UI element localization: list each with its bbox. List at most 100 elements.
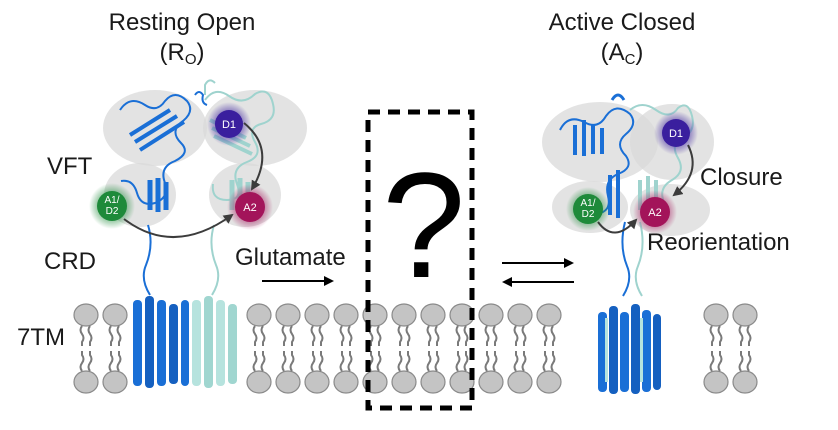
lipid	[304, 303, 330, 394]
lipid-head-upper	[333, 303, 359, 327]
lipid-head-lower	[478, 370, 504, 394]
protomer-a-vft	[119, 91, 208, 212]
a1d2-label-line2: D2	[582, 209, 595, 220]
a2-marker	[640, 197, 670, 227]
lipid-tail	[339, 325, 345, 346]
lipid-tail	[281, 325, 287, 346]
lipid-tail	[746, 325, 752, 346]
protomer-b-crd	[634, 221, 644, 297]
active-closed-receptor: D1 A1/ D2 A2	[542, 93, 714, 394]
lipid-head-upper	[246, 303, 272, 327]
lipid-tail	[310, 325, 316, 346]
lipid	[536, 303, 562, 394]
a1d2-label-line1: A1/	[580, 198, 595, 209]
lipid-tail	[397, 351, 403, 372]
resting-open-title-text: Resting Open	[108, 9, 256, 36]
lipid-tail	[339, 351, 345, 372]
a2-marker	[235, 192, 265, 222]
lipid-tail	[550, 325, 556, 346]
resting-open-receptor: D1 A1/ D2 A2	[89, 79, 307, 388]
lipid-tail	[108, 325, 114, 346]
d1-marker	[215, 110, 243, 138]
lipid-tail	[542, 325, 548, 346]
a1d2-label-line1: A1/	[104, 195, 119, 206]
protomer-a-crd	[142, 224, 152, 296]
lipid-tail	[87, 325, 93, 346]
lipid-tail	[116, 351, 122, 372]
lipid	[391, 303, 417, 394]
lipid-tail	[455, 351, 461, 372]
protomer-b-crd	[210, 224, 220, 296]
lipid-head-lower	[536, 370, 562, 394]
protomer-b-7tm	[192, 296, 237, 388]
lipid-tail	[376, 351, 382, 372]
7tm-label: 7TM	[17, 324, 65, 351]
lipid-head-upper	[536, 303, 562, 327]
a1d2-label-line2: D2	[106, 206, 119, 217]
lipid-tail	[289, 351, 295, 372]
lipid-head-lower	[73, 370, 99, 394]
a2-label: A2	[648, 207, 661, 219]
intermediate-state-box	[365, 109, 475, 411]
lipid-head-upper	[732, 303, 758, 327]
lipid-tail	[405, 351, 411, 372]
lipid-head-lower	[102, 370, 128, 394]
glutamate-label: Glutamate	[235, 244, 346, 271]
d1-label: D1	[222, 119, 236, 131]
lipid-tail	[434, 325, 440, 346]
d1-label: D1	[669, 128, 683, 140]
lipid-tail	[484, 351, 490, 372]
lipid-head-upper	[275, 303, 301, 327]
resting-abbr-main: R	[167, 39, 185, 66]
active-closed-abbr: (AC)	[600, 39, 644, 68]
lipid-tail	[521, 351, 527, 372]
lipid-head-lower	[507, 370, 533, 394]
lipid-tail	[492, 351, 498, 372]
lipid-tail	[455, 325, 461, 346]
lipid	[449, 303, 475, 394]
lipid-tail	[260, 325, 266, 346]
closure-arrow	[672, 144, 694, 197]
lipid	[732, 303, 758, 394]
lipid-tail	[405, 325, 411, 346]
protomer-a-crd	[621, 221, 631, 297]
lipid-tail	[397, 325, 403, 346]
lipid	[275, 303, 301, 394]
lipid-tail	[260, 351, 266, 372]
lipid	[478, 303, 504, 394]
lipid-head-upper	[703, 303, 729, 327]
lipid-tail	[281, 351, 287, 372]
lipid-tail	[463, 351, 469, 372]
resting-open-title: Resting Open (RO)	[82, 8, 282, 75]
lipid-head-lower	[246, 370, 272, 394]
vft-label: VFT	[47, 153, 93, 180]
lipid-head-upper	[304, 303, 330, 327]
reorientation-arrow	[597, 218, 638, 234]
lipid-tail	[463, 325, 469, 346]
lipid-tail	[289, 325, 295, 346]
lipid-head-upper	[420, 303, 446, 327]
active-closed-title: Active Closed (AC)	[527, 8, 717, 75]
resting-open-abbr: (RO)	[159, 39, 205, 68]
lipid	[73, 303, 99, 394]
lipid-tail	[542, 351, 548, 372]
lipid-tail	[116, 325, 122, 346]
lipid-head-lower	[391, 370, 417, 394]
lipid	[420, 303, 446, 394]
lipid-tail	[492, 325, 498, 346]
lipid	[703, 303, 729, 394]
active-closed-title-text: Active Closed	[548, 9, 696, 36]
lipid-head-upper	[391, 303, 417, 327]
lipid-tail	[108, 351, 114, 372]
protomer-a-vft	[559, 93, 635, 218]
active-7tm-bundle	[598, 304, 661, 394]
lipid-tail	[252, 351, 258, 372]
lipid-head-lower	[732, 370, 758, 394]
lipid-tail	[347, 351, 353, 372]
lipid-tail	[318, 325, 324, 346]
lipid	[102, 303, 128, 394]
active-abbr-sub: C	[624, 51, 636, 68]
lipid-tail	[746, 351, 752, 372]
